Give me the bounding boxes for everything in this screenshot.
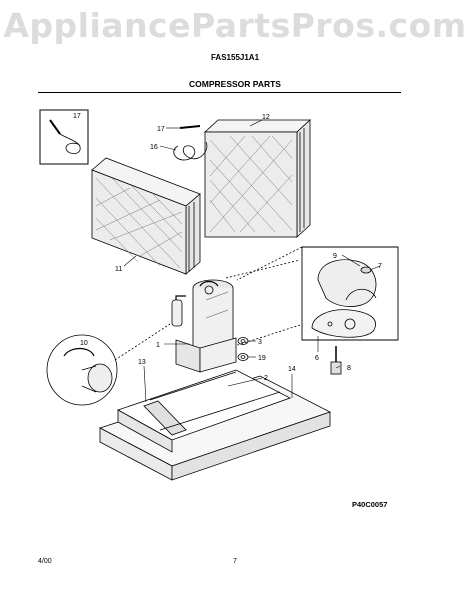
overload-inset xyxy=(236,246,399,375)
callout-3: 3 xyxy=(258,339,262,346)
model-number: FAS155J1A1 xyxy=(210,53,260,62)
callout-7: 7 xyxy=(378,263,382,270)
thermostat-bulb xyxy=(173,125,208,161)
evaporator-coil xyxy=(203,119,312,238)
callout-2: 2 xyxy=(264,375,268,382)
washer xyxy=(237,353,249,361)
title-rule xyxy=(38,92,401,93)
footer-date: 4/00 xyxy=(38,558,52,565)
figure-code: P40C0057 xyxy=(352,500,388,509)
watermark-text: AppliancePartsPros.com xyxy=(3,6,467,45)
terminal-cover-inset xyxy=(46,323,171,406)
capillary-tube-inset xyxy=(39,109,89,165)
callout-8: 8 xyxy=(347,365,351,372)
base-pan xyxy=(98,369,332,481)
callout-9: 9 xyxy=(333,253,337,260)
callout-16: 16 xyxy=(150,144,158,151)
callout-11: 11 xyxy=(115,266,122,273)
callout-1: 1 xyxy=(156,342,160,349)
callout-14: 14 xyxy=(288,366,296,373)
footer-page-number: 7 xyxy=(233,558,237,565)
callout-17-inset: 17 xyxy=(73,113,81,120)
callout-10: 10 xyxy=(80,340,88,347)
callout-13: 13 xyxy=(138,359,146,366)
callout-6: 6 xyxy=(315,355,319,362)
section-title: COMPRESSOR PARTS xyxy=(189,79,281,89)
callout-leaders xyxy=(123,119,381,403)
callout-17: 17 xyxy=(157,126,165,133)
callout-19: 19 xyxy=(258,355,266,362)
condenser-coil xyxy=(91,157,201,275)
compressor xyxy=(171,259,301,373)
callout-12: 12 xyxy=(262,114,270,121)
